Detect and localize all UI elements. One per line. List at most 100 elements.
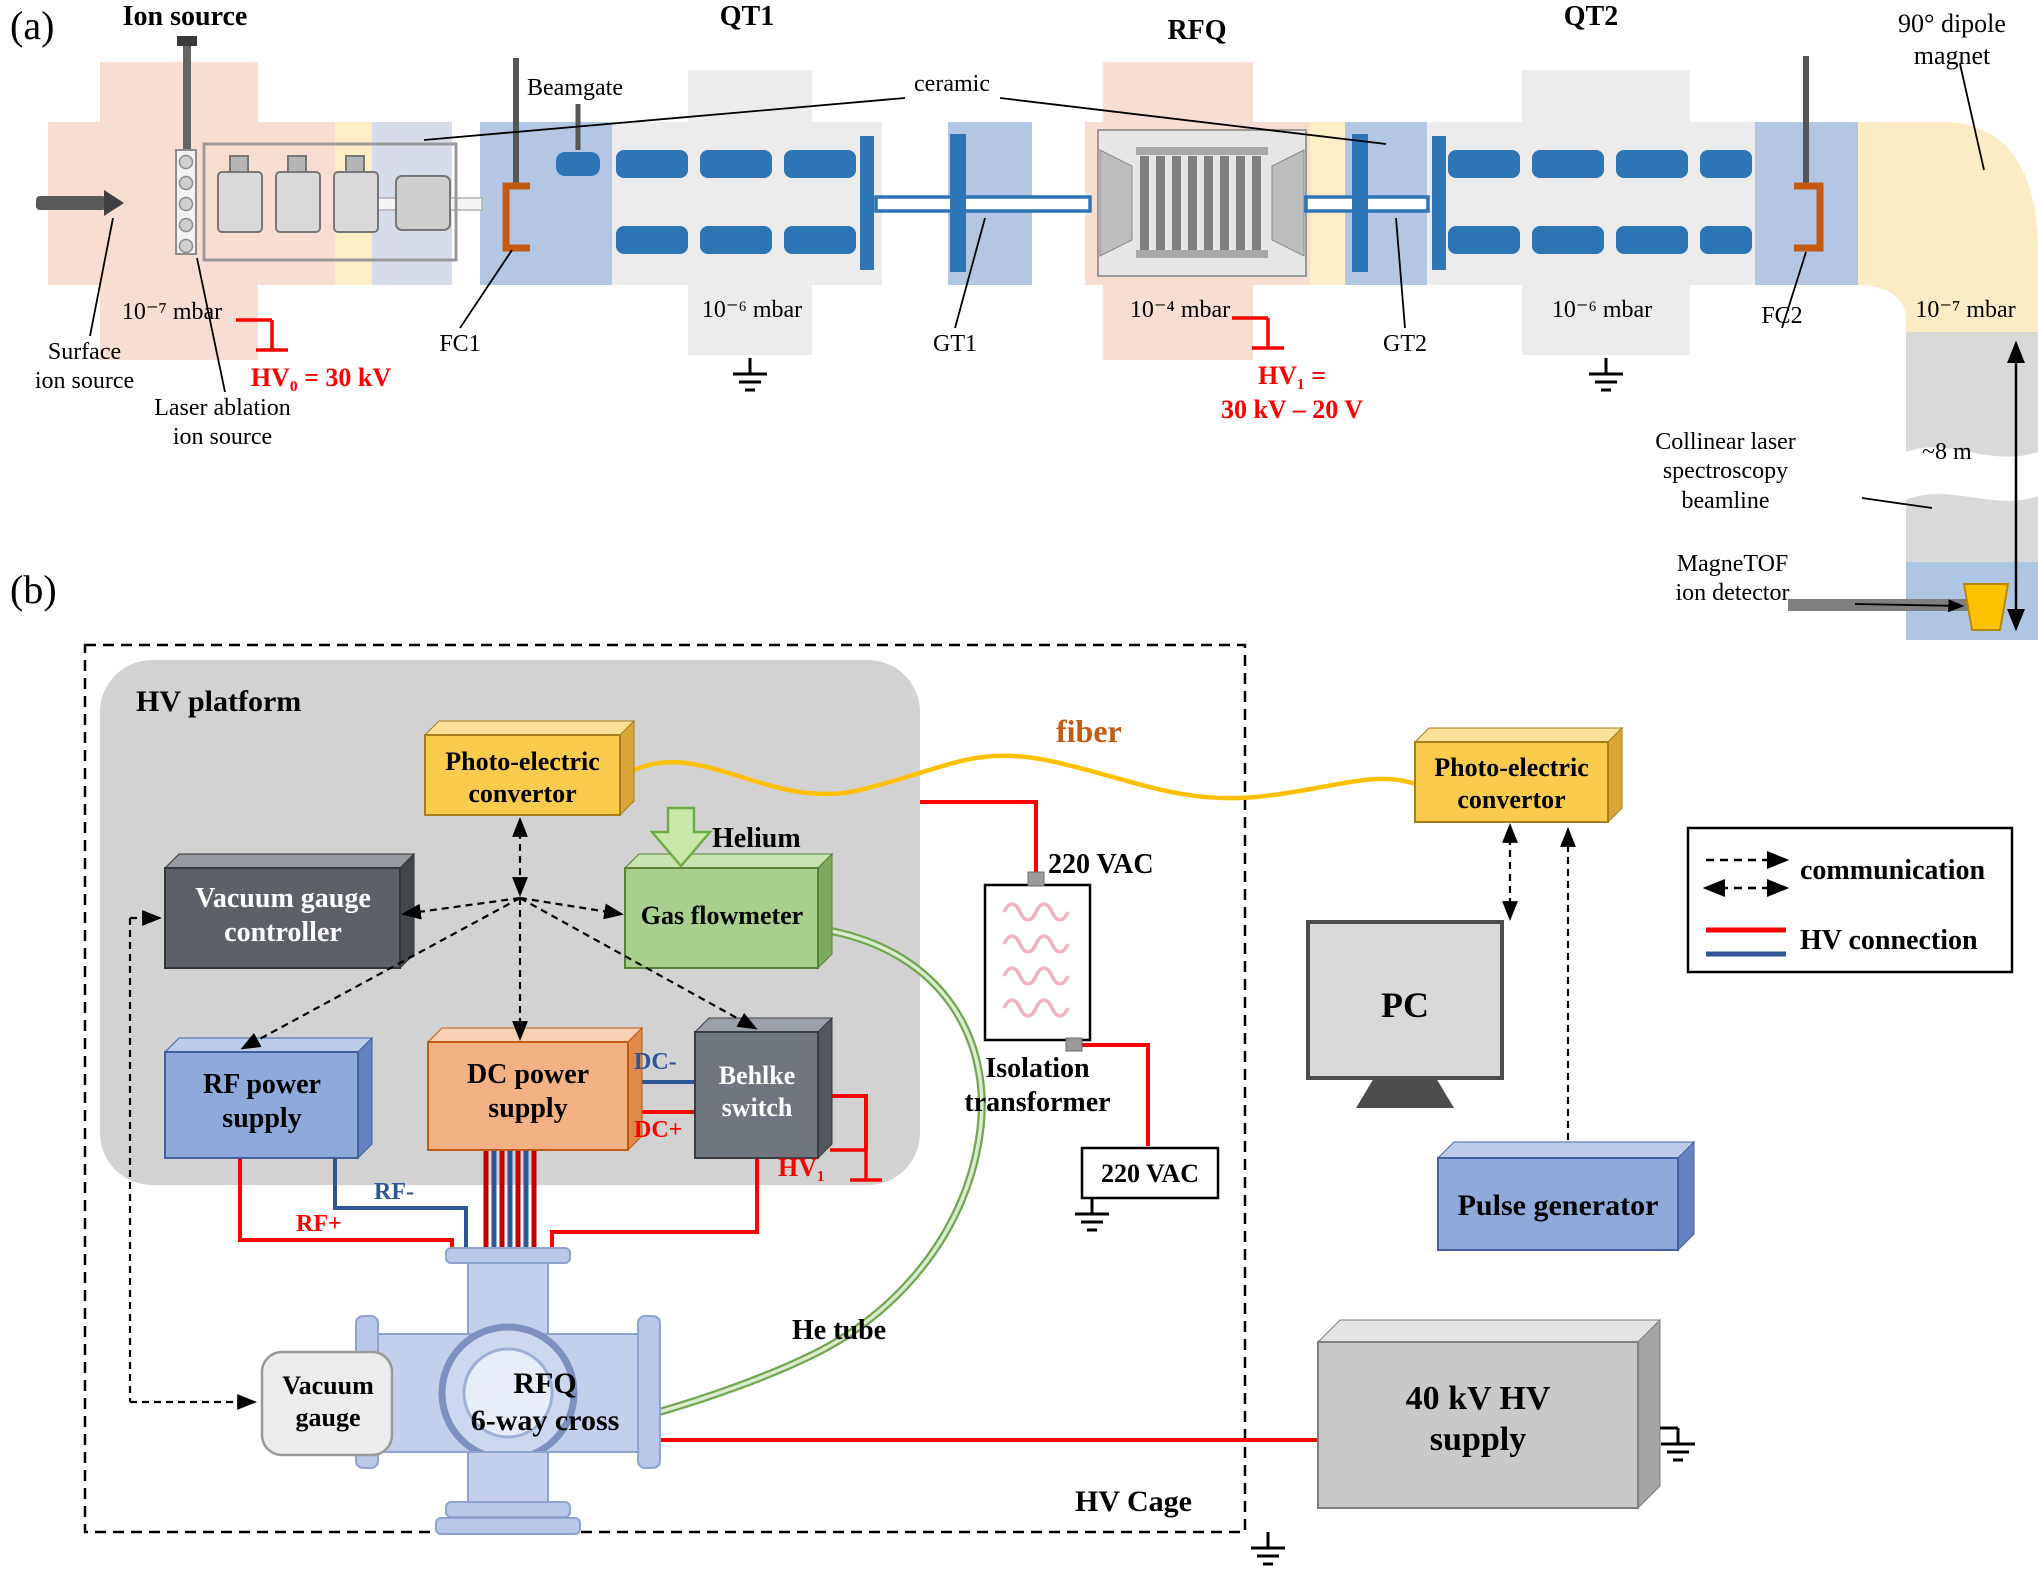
qt1-title: QT1 [719,1,775,32]
hv0-label: HV₀ = 30 kV [250,363,392,392]
vac-outlet-box [1080,1146,1220,1200]
gt1-tube [874,195,1092,213]
dc-plus-label: DC+ [634,1117,683,1143]
helium-arrow-icon [649,806,713,868]
rfq-rail [1136,147,1268,155]
vac-feed-wire [920,800,1038,872]
leader-collinear [1861,497,1933,509]
transformer-out-wire [1082,1043,1150,1146]
hv-supply-box [1316,1318,1662,1510]
rf-minus-wire [333,1158,468,1252]
vac-feed-label: 220 VAC [1048,849,1154,880]
rfq-end-cone [1271,149,1305,257]
rfq-title: RFQ [1167,15,1227,46]
communication-lines [128,817,1576,1410]
transformer-terminal [1065,1037,1083,1052]
photo-electric-convertor-left-box [423,719,636,817]
leader-gt2 [1395,217,1406,329]
rod-segment [1700,226,1752,254]
qt2-rods [1432,136,1752,270]
comm-hub-rf [240,897,521,1050]
transformer-coils [1002,902,1070,1018]
rod-segment [1448,150,1520,178]
dipole-magnet-bend [1858,122,2038,332]
pc-label: PC [1381,985,1429,1025]
qt2-title: QT2 [1563,1,1619,32]
leader-dipole [1959,63,1985,171]
hv-cage-label: HV Cage [1075,1485,1192,1518]
legend [1686,826,2014,974]
cross-right-flange [637,1315,661,1469]
behlke-switch-box [693,1016,834,1160]
bg-qt1-v [688,70,812,355]
fc2 [1794,56,1824,252]
cross-bottom-tube [467,1451,549,1503]
rfq-rail [1136,250,1268,258]
pressure-ion-source: 10⁻⁷ mbar [121,299,223,325]
beamgate-label: Beamgate [527,75,623,101]
cross-top-flange [445,1247,571,1264]
vac-outlet-label: 220 VAC [1100,1159,1199,1188]
gt2-ceramic-flange [1352,134,1368,272]
holder-tip [177,36,197,46]
rfq-electrode-stack [1140,156,1261,250]
pressure-qt2: 10⁻⁶ mbar [1551,297,1653,323]
source-tube-outline [202,142,458,262]
hv-platform-label: HV platform [136,685,302,718]
leader-ceramic-right [999,97,1387,145]
panel-a-tag: (a) [10,3,55,48]
fiber-line [628,753,1416,801]
fc2-label: FC2 [1761,303,1803,329]
gt1 [874,134,1092,272]
qt1-rods [616,136,874,270]
rod-segment [1700,150,1752,178]
vacuum-gauge-box [260,1350,394,1457]
rod-segment [1532,150,1604,178]
ion-source-title: Ion source [122,1,248,32]
bg-qt2-v [1522,70,1690,355]
beam-arrow [104,190,124,216]
beamline-break-wave [1906,447,2038,501]
ground-symbol [1587,356,1625,392]
dc-wire-bundle [483,1150,537,1252]
fc1-cup [502,182,530,252]
rod-segment [1616,226,1688,254]
fiber-label: fiber [1056,713,1122,749]
ground-symbol [1659,1426,1697,1462]
rfq-assembly [1097,129,1307,277]
panel-a [36,36,2038,640]
rf-power-supply-box [163,1036,374,1160]
bg-fc1-block [480,122,612,285]
fc1 [502,58,530,252]
ceramic-label: ceramic [914,71,990,97]
photo-electric-convertor-right-box [1413,726,1624,824]
rf-plus-label: RF+ [296,1211,342,1237]
end-plate [1432,136,1446,270]
gt1-label: GT1 [933,331,977,357]
behlke-out-wire [550,1158,759,1252]
legend-communication-label: communication [1800,855,1986,886]
he-tube-line [650,926,986,1418]
ground-symbol [1073,1196,1111,1232]
he-tube-label: He tube [792,1315,887,1346]
rod-segment [700,226,772,254]
rfq-end-cone [1099,149,1133,257]
helium-label: Helium [712,823,801,854]
hv-wires [238,800,1318,1442]
fc1-label: FC1 [439,331,481,357]
ground-symbol [731,356,769,392]
pulse-generator-label: Pulse generator [1457,1189,1659,1222]
dc-minus-label: DC- [634,1049,677,1075]
hv1-label-line1: HV₁ = [1257,361,1327,390]
leader-magnetof [1854,599,1965,613]
rod-segment [784,150,856,178]
panel-b [83,643,2014,1566]
gas-flowmeter-box [623,852,834,970]
